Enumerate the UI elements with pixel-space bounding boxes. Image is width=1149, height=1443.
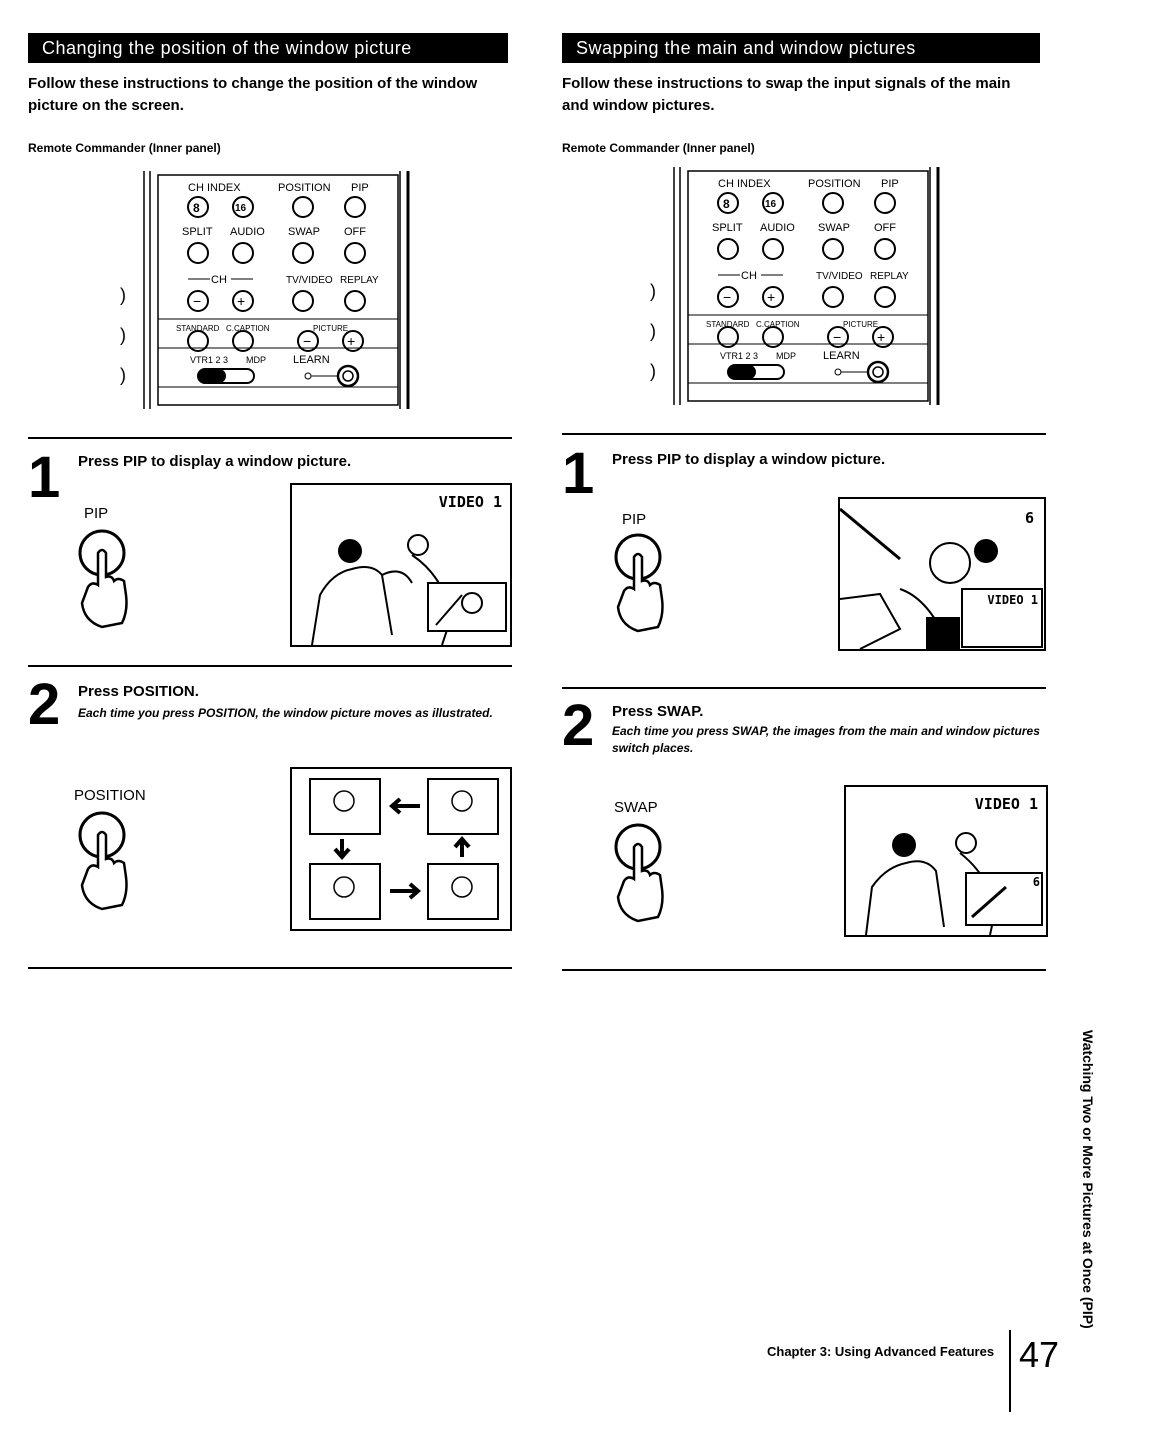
button-label: PIP [84, 505, 109, 522]
svg-text:): ) [650, 361, 656, 381]
label-pip: PIP [351, 182, 369, 194]
position-cycle-illustration [309, 778, 499, 920]
label-audio: AUDIO [760, 222, 795, 234]
label-position: POSITION [278, 182, 331, 194]
label-standard: STANDARD [706, 320, 750, 329]
divider [28, 437, 512, 439]
picture-plus-label: + [347, 333, 355, 349]
chapter-footer: Chapter 3: Using Advanced Features [767, 1344, 995, 1359]
tv-screen: VIDEO 1 6 [844, 785, 1048, 937]
boxing-scene-illustration [865, 832, 1043, 935]
step-text: Press PIP to display a window picture. [78, 453, 352, 470]
section-heading: Swapping the main and window pictures [562, 33, 1040, 63]
label-tv-video: TV/VIDEO [286, 275, 333, 286]
label-ch-index: CH INDEX [718, 178, 771, 190]
tv-screen-position-diagram [290, 767, 512, 931]
label-picture: PICTURE [843, 320, 878, 329]
label-replay: REPLAY [870, 271, 909, 282]
step-number: 2 [562, 693, 595, 758]
label-audio: AUDIO [230, 226, 265, 238]
picture-minus-label: − [303, 333, 311, 349]
divider [562, 969, 1046, 971]
ch-plus-label: + [767, 289, 775, 305]
label-off: OFF [874, 222, 896, 234]
ch-minus-label: − [193, 293, 201, 309]
ch-plus-label: + [237, 293, 245, 309]
label-vtr: VTR1 2 3 [720, 351, 758, 361]
step-text: Press POSITION. [78, 683, 199, 700]
tv-screen: 6 VIDEO 1 [838, 497, 1046, 651]
picture-minus-label: − [833, 329, 841, 345]
step-text: Press PIP to display a window picture. [612, 451, 886, 468]
step-note: Each time you press POSITION, the window… [78, 706, 493, 720]
button-label: SWAP [614, 799, 658, 816]
pressing-hand-icon [614, 823, 664, 923]
pressing-hand-icon [614, 533, 664, 633]
tv-screen: VIDEO 1 [290, 483, 512, 647]
button-8-label: 8 [723, 197, 730, 211]
remote-commander-illustration: ) ) ) CH INDEX POSITION PIP 8 16 SPLIT A… [650, 167, 940, 405]
divider [562, 433, 1046, 435]
svg-text:): ) [120, 285, 126, 305]
osd-window-channel: 6 [1032, 875, 1040, 889]
button-label: PIP [622, 511, 647, 528]
label-learn: LEARN [823, 350, 860, 362]
button-16-label: 16 [235, 203, 247, 214]
label-vtr: VTR1 2 3 [190, 355, 228, 365]
step-text: Press SWAP. [612, 703, 704, 720]
chapter-side-tab: Watching Two or More Pictures at Once (P… [1080, 1030, 1096, 1329]
step-number: 1 [28, 445, 61, 510]
button-label: POSITION [74, 787, 146, 804]
page-number: 47 [1019, 1334, 1060, 1375]
remote-title: Remote Commander (Inner panel) [562, 141, 755, 155]
page-divider [1009, 1330, 1011, 1412]
step-number: 2 [28, 672, 61, 737]
label-position: POSITION [808, 178, 861, 190]
remote-commander-illustration: ) ) ) CH INDEX POSITION PIP 8 16 SPLIT A… [120, 171, 410, 409]
label-swap: SWAP [288, 226, 320, 238]
label-standard: STANDARD [176, 324, 220, 333]
svg-text:): ) [120, 365, 126, 385]
svg-text:): ) [120, 325, 126, 345]
osd-label: VIDEO 1 [974, 795, 1038, 813]
button-16-label: 16 [765, 199, 777, 210]
section-heading: Changing the position of the window pict… [28, 33, 508, 63]
button-8-label: 8 [193, 201, 200, 215]
label-off: OFF [344, 226, 366, 238]
label-ch: CH [741, 270, 757, 282]
osd-label: VIDEO 1 [438, 493, 502, 511]
label-c-caption: C.CAPTION [226, 324, 270, 333]
label-tv-video: TV/VIDEO [816, 271, 863, 282]
step-number: 1 [562, 441, 595, 506]
svg-text:): ) [650, 321, 656, 341]
picture-plus-label: + [877, 329, 885, 345]
label-mdp: MDP [776, 351, 796, 361]
label-pip: PIP [881, 178, 899, 190]
svg-text:): ) [650, 281, 656, 301]
divider [28, 967, 512, 969]
football-scene-illustration [840, 507, 1043, 649]
label-split: SPLIT [182, 226, 213, 238]
boxing-scene-illustration [311, 534, 507, 645]
divider [562, 687, 1046, 689]
label-ch: CH [211, 274, 227, 286]
remote-title: Remote Commander (Inner panel) [28, 141, 221, 155]
divider [28, 665, 512, 667]
step-note: Each time you press SWAP, the images fro… [612, 724, 1040, 755]
ch-minus-label: − [723, 289, 731, 305]
label-c-caption: C.CAPTION [756, 320, 800, 329]
intro-text: Follow these instructions to change the … [28, 75, 478, 114]
label-mdp: MDP [246, 355, 266, 365]
osd-window-label: VIDEO 1 [987, 593, 1038, 607]
label-replay: REPLAY [340, 275, 379, 286]
label-swap: SWAP [818, 222, 850, 234]
label-picture: PICTURE [313, 324, 348, 333]
pressing-hand-icon [78, 529, 128, 629]
label-learn: LEARN [293, 354, 330, 366]
intro-text: Follow these instructions to swap the in… [562, 75, 1011, 114]
label-ch-index: CH INDEX [188, 182, 241, 194]
label-split: SPLIT [712, 222, 743, 234]
pressing-hand-icon [78, 811, 128, 911]
osd-channel-number: 6 [1024, 509, 1034, 527]
